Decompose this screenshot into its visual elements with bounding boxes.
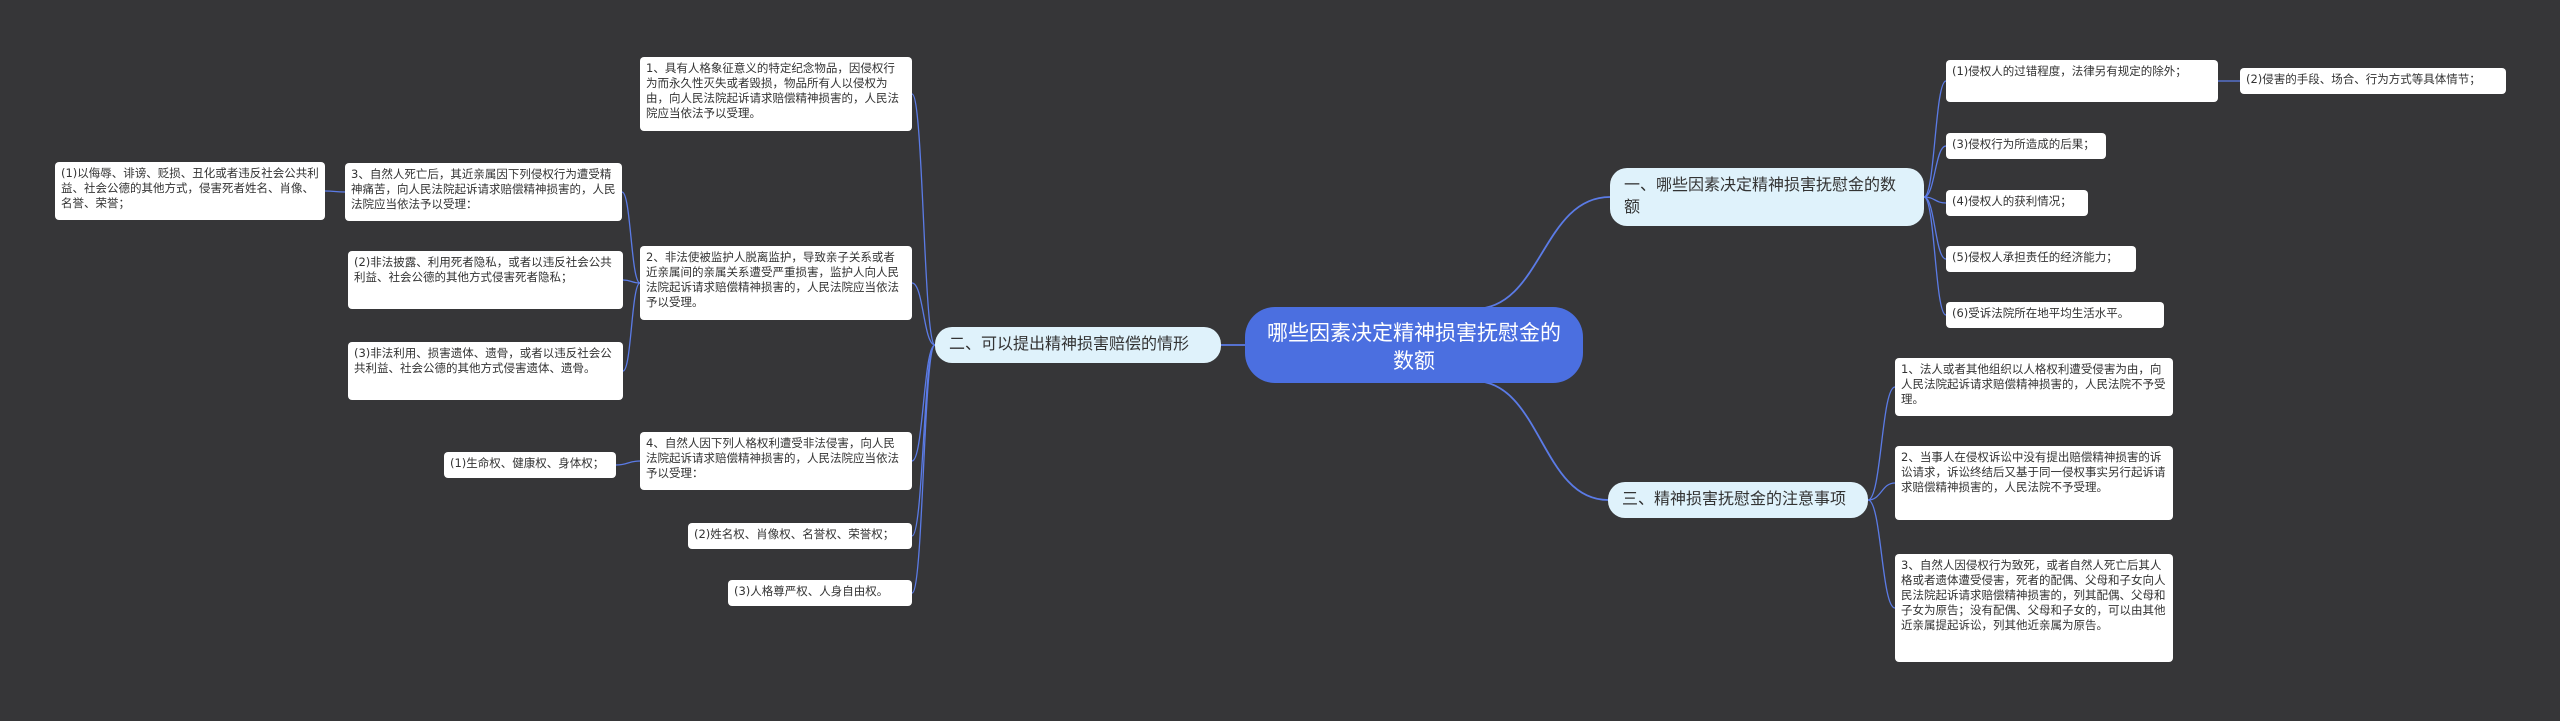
connector-line xyxy=(1923,145,1947,198)
connector-line xyxy=(1923,196,1947,316)
factor-item-1-text: (1)侵权人的过错程度，法律另有规定的除外； xyxy=(1952,64,2187,78)
root-topic[interactable]: 哪些因素决定精神损害抚慰金的数额 xyxy=(1245,307,1583,383)
factor-item-2[interactable]: (2)侵害的手段、场合、行为方式等具体情节； xyxy=(2240,68,2506,94)
branch-factors[interactable]: 一、哪些因素决定精神损害抚慰金的数额 xyxy=(1610,168,1924,226)
situation-item-4-sub-1[interactable]: (1)生命权、健康权、身体权； xyxy=(444,452,616,478)
connector-line xyxy=(1867,499,1896,609)
situation-item-3-sub-3-text: (3)非法利用、损害遗体、遗骨，或者以违反社会公共利益、社会公德的其他方式侵害遗… xyxy=(354,346,612,375)
connector-line xyxy=(911,344,936,594)
factor-item-1[interactable]: (1)侵权人的过错程度，法律另有规定的除外； xyxy=(1946,60,2218,102)
factor-item-5[interactable]: (5)侵权人承担责任的经济能力； xyxy=(1946,246,2136,272)
branch-claim-situations-label: 二、可以提出精神损害赔偿的情形 xyxy=(949,334,1190,353)
connector-line xyxy=(911,344,936,537)
factor-item-4[interactable]: (4)侵权人的获利情况； xyxy=(1946,190,2088,216)
connector-line xyxy=(615,460,641,466)
branch-claim-situations[interactable]: 二、可以提出精神损害赔偿的情形 xyxy=(935,327,1221,363)
connector-line xyxy=(1923,196,1947,260)
connector-line xyxy=(324,190,346,193)
situation-item-4-sub-1-text: (1)生命权、健康权、身体权； xyxy=(450,456,605,470)
branch-notes[interactable]: 三、精神损害抚慰金的注意事项 xyxy=(1608,482,1868,518)
factor-item-6-text: (6)受诉法院所在地平均生活水平。 xyxy=(1952,306,2130,320)
connector-line xyxy=(1867,386,1896,501)
connector-line xyxy=(911,344,936,462)
situation-item-4-sub-2[interactable]: (2)姓名权、肖像权、名誉权、荣誉权； xyxy=(688,523,912,549)
situation-item-4-sub-2-text: (2)姓名权、肖像权、名誉权、荣誉权； xyxy=(694,527,895,541)
situation-item-2-text: 2、非法使被监护人脱离监护，导致亲子关系或者近亲属间的亲属关系遭受严重损害，监护… xyxy=(646,250,899,309)
note-item-3-text: 3、自然人因侵权行为致死，或者自然人死亡后其人格或者遗体遭受侵害，死者的配偶、父… xyxy=(1901,558,2166,632)
note-item-1[interactable]: 1、法人或者其他组织以人格权利遭受侵害为由，向人民法院起诉请求赔偿精神损害的，人… xyxy=(1895,358,2173,416)
connector-line xyxy=(1867,482,1896,501)
situation-item-3[interactable]: 3、自然人死亡后，其近亲属因下列侵权行为遭受精神痛苦，向人民法院起诉请求赔偿精神… xyxy=(345,163,622,221)
situation-item-3-text: 3、自然人死亡后，其近亲属因下列侵权行为遭受精神痛苦，向人民法院起诉请求赔偿精神… xyxy=(351,167,616,211)
connector-line xyxy=(1923,80,1947,198)
factor-item-3-text: (3)侵权行为所造成的后果； xyxy=(1952,137,2095,151)
situation-item-4-sub-3[interactable]: (3)人格尊严权、人身自由权。 xyxy=(728,580,912,606)
factor-item-5-text: (5)侵权人承担责任的经济能力； xyxy=(1952,250,2118,264)
situation-item-4[interactable]: 4、自然人因下列人格权利遭受非法侵害，向人民法院起诉请求赔偿精神损害的，人民法院… xyxy=(640,432,912,490)
note-item-2[interactable]: 2、当事人在侵权诉讼中没有提出赔偿精神损害的诉讼请求，诉讼终结后又基于同一侵权事… xyxy=(1895,446,2173,520)
note-item-1-text: 1、法人或者其他组织以人格权利遭受侵害为由，向人民法院起诉请求赔偿精神损害的，人… xyxy=(1901,362,2166,406)
situation-item-4-sub-3-text: (3)人格尊严权、人身自由权。 xyxy=(734,584,889,598)
connector-line xyxy=(1923,196,1947,204)
situation-item-3-sub-2[interactable]: (2)非法披露、利用死者隐私，或者以违反社会公共利益、社会公德的其他方式侵害死者… xyxy=(348,251,623,309)
connector-line xyxy=(911,93,936,346)
situation-item-3-sub-1[interactable]: (1)以侮辱、诽谤、贬损、丑化或者违反社会公共利益、社会公德的其他方式，侵害死者… xyxy=(55,162,325,220)
branch-notes-label: 三、精神损害抚慰金的注意事项 xyxy=(1622,489,1847,508)
note-item-3[interactable]: 3、自然人因侵权行为致死，或者自然人死亡后其人格或者遗体遭受侵害，死者的配偶、父… xyxy=(1895,554,2173,662)
factor-item-3[interactable]: (3)侵权行为所造成的后果； xyxy=(1946,133,2106,159)
connector-line xyxy=(1473,380,1609,501)
connector-line xyxy=(622,279,641,284)
factor-item-6[interactable]: (6)受诉法院所在地平均生活水平。 xyxy=(1946,302,2164,328)
connector-line xyxy=(622,282,641,372)
situation-item-3-sub-1-text: (1)以侮辱、诽谤、贬损、丑化或者违反社会公共利益、社会公德的其他方式，侵害死者… xyxy=(61,166,319,210)
situation-item-1-text: 1、具有人格象征意义的特定纪念物品，因侵权行为而永久性灭失或者毁损，物品所有人以… xyxy=(646,61,899,120)
connector-line xyxy=(1473,196,1611,310)
situation-item-3-sub-3[interactable]: (3)非法利用、损害遗体、遗骨，或者以违反社会公共利益、社会公德的其他方式侵害遗… xyxy=(348,342,623,400)
factor-item-2-text: (2)侵害的手段、场合、行为方式等具体情节； xyxy=(2246,72,2481,86)
root-topic-label: 哪些因素决定精神损害抚慰金的数额 xyxy=(1267,321,1561,373)
connector-line xyxy=(911,282,936,346)
situation-item-2[interactable]: 2、非法使被监护人脱离监护，导致亲子关系或者近亲属间的亲属关系遭受严重损害，监护… xyxy=(640,246,912,320)
factor-item-4-text: (4)侵权人的获利情况； xyxy=(1952,194,2072,208)
branch-factors-label: 一、哪些因素决定精神损害抚慰金的数额 xyxy=(1624,175,1897,216)
situation-item-3-sub-2-text: (2)非法披露、利用死者隐私，或者以违反社会公共利益、社会公德的其他方式侵害死者… xyxy=(354,255,612,284)
note-item-2-text: 2、当事人在侵权诉讼中没有提出赔偿精神损害的诉讼请求，诉讼终结后又基于同一侵权事… xyxy=(1901,450,2166,494)
situation-item-1[interactable]: 1、具有人格象征意义的特定纪念物品，因侵权行为而永久性灭失或者毁损，物品所有人以… xyxy=(640,57,912,131)
connector-line xyxy=(621,191,641,284)
situation-item-4-text: 4、自然人因下列人格权利遭受非法侵害，向人民法院起诉请求赔偿精神损害的，人民法院… xyxy=(646,436,899,480)
